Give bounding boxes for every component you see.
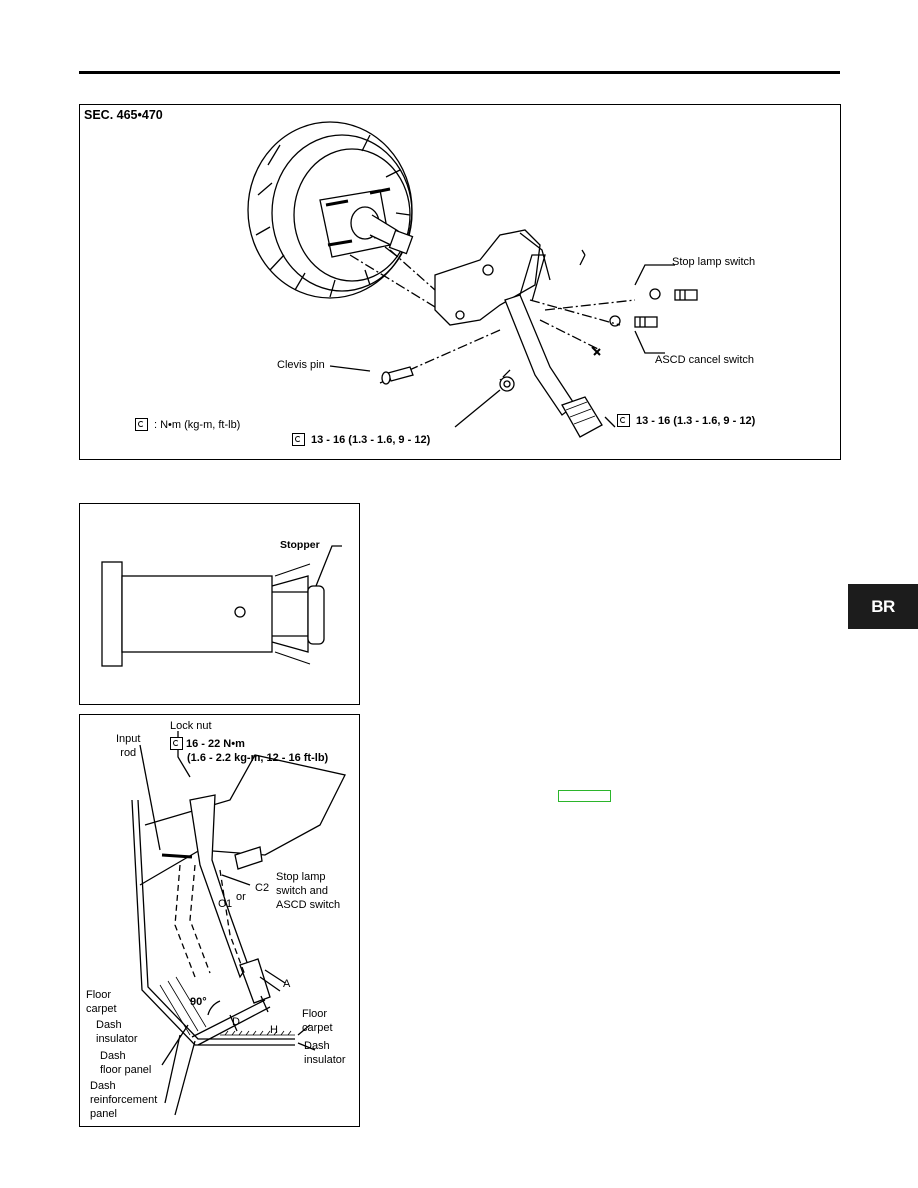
torque-unit-legend: : N•m (kg-m, ft-lb): [154, 419, 241, 431]
pedal-adjustment-drawing: [131, 731, 346, 1116]
dash-insulator-right-label: Dash insulator: [304, 1040, 346, 1066]
section-tab-br[interactable]: BR: [848, 584, 918, 629]
dimension-a-label: A: [283, 978, 291, 990]
dash-floor-panel-label: Dash floor panel: [100, 1050, 152, 1076]
torque-icon: [617, 414, 630, 427]
input-rod-label: Input rod: [116, 733, 141, 759]
torque-spec-right: 13 - 16 (1.3 - 1.6, 9 - 12): [636, 415, 756, 427]
pedal-assembly-drawing: [247, 121, 698, 438]
stopper-figure: Stopper: [79, 503, 360, 705]
torque-icon: [135, 418, 148, 431]
floor-carpet-right-label: Floor carpet: [302, 1008, 333, 1034]
section-label: SEC. 465•470: [84, 108, 163, 122]
floor-carpet-left-label: Floor carpet: [86, 989, 117, 1015]
dash-insulator-left-label: Dash insulator: [96, 1019, 138, 1045]
c2-label: C2: [255, 882, 270, 894]
dimension-d-label: D: [232, 1016, 240, 1028]
torque-value-label: 16 - 22 N•m: [186, 738, 245, 750]
stop-lamp-switch-label: Stop lamp switch: [672, 256, 756, 268]
pedal-adjustment-figure: Lock nut Input rod 16 - 22 N•m (1.6 - 2.…: [79, 714, 360, 1127]
ascd-cancel-switch-label: ASCD cancel switch: [655, 354, 755, 366]
c1-label: C1: [218, 898, 233, 910]
or-label: or: [236, 891, 246, 903]
clevis-pin-label: Clevis pin: [277, 359, 325, 371]
torque-spec-bottom: 13 - 16 (1.3 - 1.6, 9 - 12): [311, 434, 431, 446]
torque-icon: [170, 737, 183, 750]
stop-lamp-ascd-switch-label: Stop lamp switch and ASCD switch: [276, 871, 341, 911]
dimension-h-label: H: [270, 1024, 278, 1036]
torque-alt-label: (1.6 - 2.2 kg-m, 12 - 16 ft-lb): [187, 752, 329, 764]
header-rule: [79, 71, 840, 74]
reference-link[interactable]: [558, 790, 611, 802]
dash-reinforcement-panel-label: Dash reinforcement panel: [90, 1080, 158, 1120]
torque-icon: [292, 433, 305, 446]
stopper-label: Stopper: [280, 539, 320, 551]
pedal-assembly-figure: SEC. 465•470 Stop lamp switch ASCD cance…: [79, 104, 841, 460]
stopper-drawing: [101, 545, 342, 667]
angle-label: 90°: [190, 996, 207, 1008]
lock-nut-label: Lock nut: [170, 720, 212, 732]
